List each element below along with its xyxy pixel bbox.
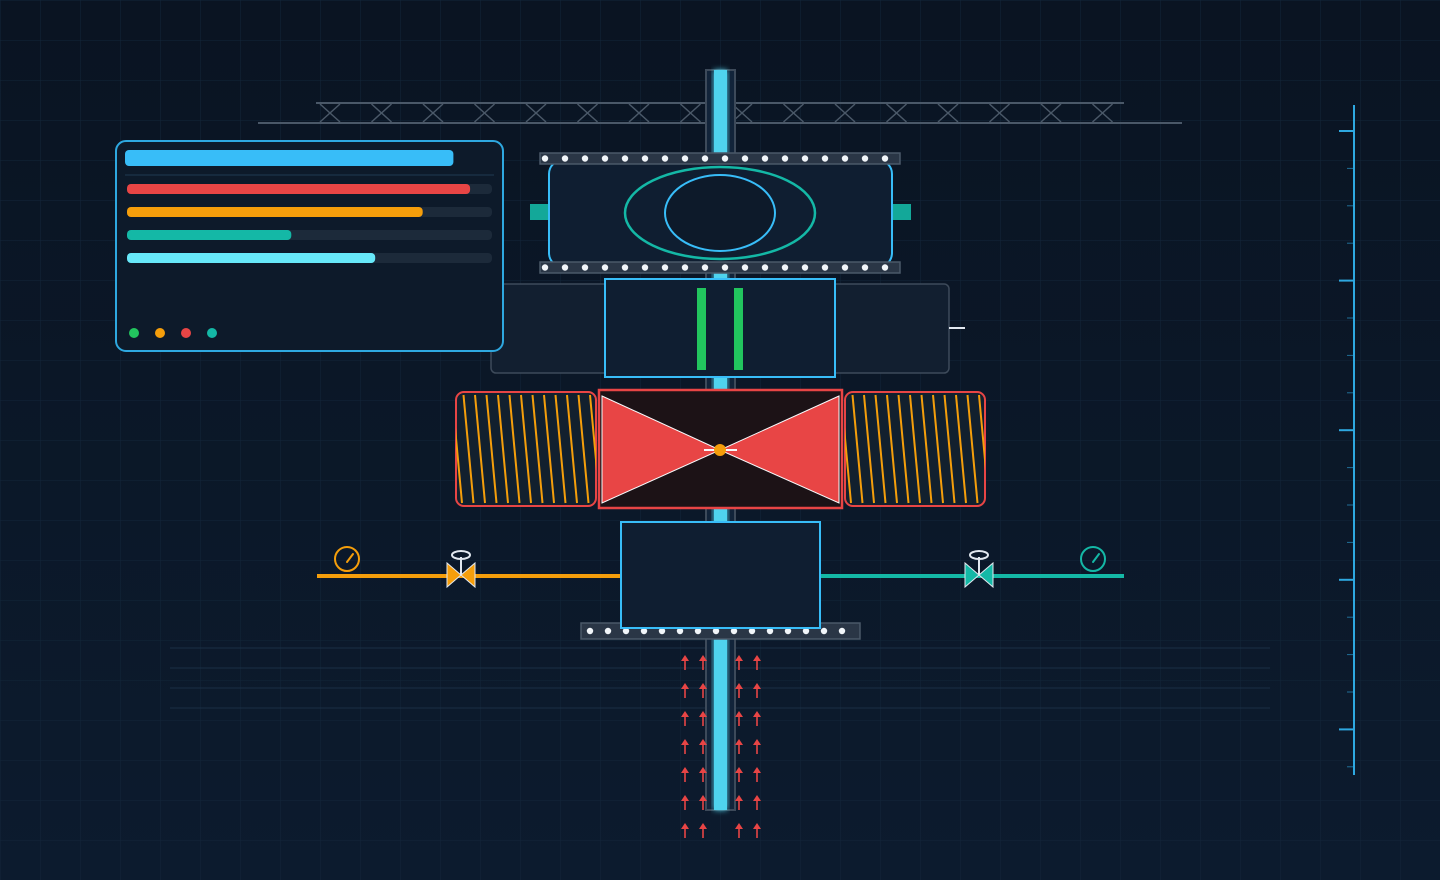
toroid-inner	[664, 174, 776, 252]
middle-housing	[490, 278, 965, 378]
magnet-core	[597, 388, 844, 510]
upper-housing	[530, 159, 911, 268]
plate-left	[697, 288, 706, 370]
pressure-gauge-icon	[334, 546, 360, 572]
gate-valve-icon	[446, 550, 476, 589]
lower-housing	[620, 521, 821, 629]
red-indicator	[181, 328, 191, 338]
pressure-gauge-icon	[1080, 546, 1106, 572]
orange-level-bar	[127, 207, 423, 217]
teal-level-bar	[127, 230, 292, 240]
coil-left	[455, 391, 597, 507]
coil-right	[844, 391, 986, 507]
green-indicator	[129, 328, 139, 338]
toroid-outer	[623, 165, 817, 261]
scale-ruler	[1339, 105, 1355, 775]
cyan-level-bar	[127, 253, 376, 263]
gate-valve-icon	[964, 550, 994, 589]
status-panel-header-bar	[125, 150, 454, 166]
teal-indicator	[207, 328, 217, 338]
status-panel	[115, 140, 504, 352]
plate-right	[734, 288, 743, 370]
orange-indicator	[155, 328, 165, 338]
red-level-bar	[127, 184, 471, 194]
flow-arrows	[681, 655, 761, 838]
